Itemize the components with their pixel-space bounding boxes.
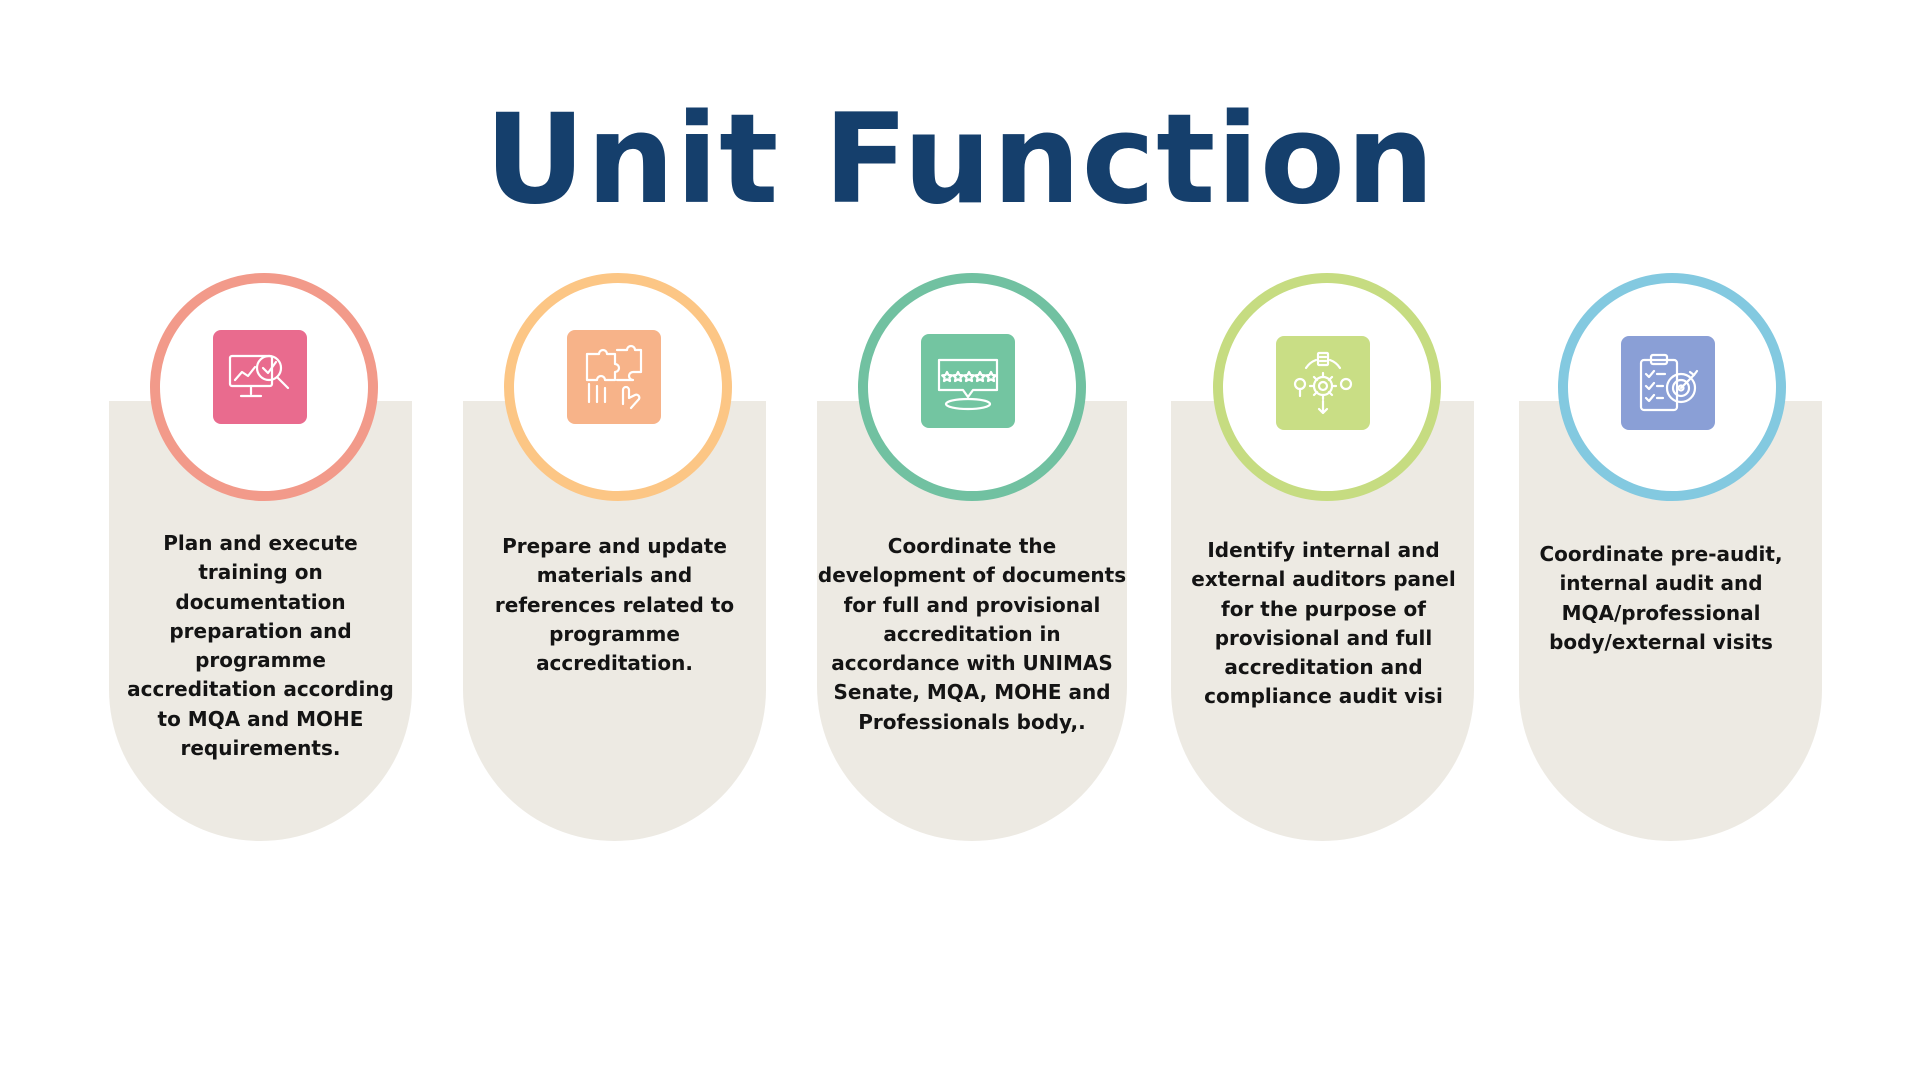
function-text-3: Coordinate the development of documents … [817,534,1127,734]
function-text-1: Plan and execute training on documentati… [127,531,394,761]
icon-tile-5 [1621,336,1715,430]
monitor-analytics-icon [228,354,290,398]
rating-stars-icon [937,358,999,411]
icon-tile-2 [567,330,661,424]
puzzle-pieces-icon [585,344,643,410]
icon-tile-3 [921,334,1015,428]
gear-process-icon [1293,351,1353,415]
function-text-5: Coordinate pre-audit, internal audit and… [1539,542,1783,654]
clipboard-target-icon [1639,353,1699,412]
page-title: Unit Function [484,88,1436,232]
icon-tile-1 [213,330,307,424]
function-text-4: Identify internal and external auditors … [1191,538,1456,709]
icon-tile-4 [1276,336,1370,430]
icon-ring-3 [858,273,1086,501]
function-text-2: Prepare and update materials and referen… [494,534,735,676]
